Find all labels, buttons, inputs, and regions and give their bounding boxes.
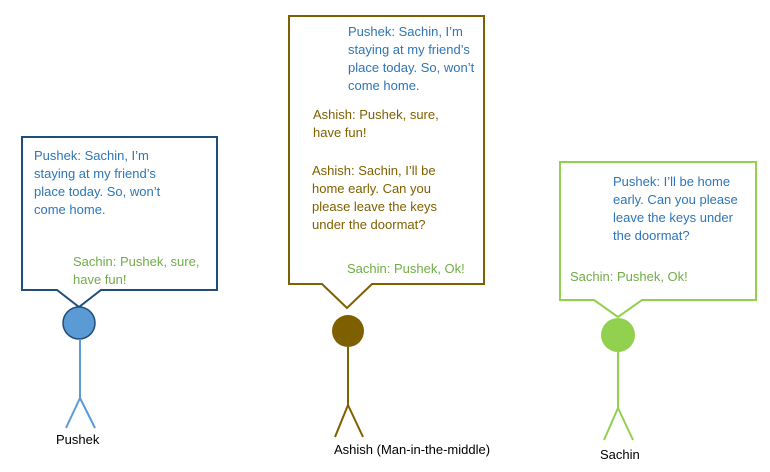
ashish-name-label: Ashish (Man-in-the-middle) [334,442,491,457]
sachin-bubble-msg-pushek: Pushek: I’ll be home early. Can you plea… [613,174,738,243]
sachin-head [601,318,635,352]
sachin-name-label: Sachin [600,447,640,462]
pushek-bubble-msg-pushek: Pushek: Sachin, I’m staying at my friend… [34,148,161,217]
pushek-stick-figure [62,306,96,429]
ashish-stick-figure [332,315,364,438]
sachin-speech-bubble [559,161,757,319]
ashish-head [332,315,364,347]
ashish-speech-bubble [288,15,485,310]
sachin-stick-figure [601,318,635,441]
ashish-bubble-msg-sachin: Sachin: Pushek, Ok! [347,261,465,276]
pushek-head [62,306,96,340]
pushek-bubble-msg-sachin: Sachin: Pushek, sure, have fun! [73,254,200,287]
sachin-bubble-msg-sachin: Sachin: Pushek, Ok! [570,269,688,284]
pushek-name-label: Pushek [56,432,100,447]
ashish-bubble-msg-ashish-forged: Ashish: Sachin, I’ll be home early. Can … [312,163,438,232]
ashish-bubble-msg-ashish-reply: Ashish: Pushek, sure, have fun! [313,107,439,140]
pushek-speech-bubble [21,136,218,309]
ashish-bubble-msg-pushek: Pushek: Sachin, I’m staying at my friend… [348,24,475,93]
